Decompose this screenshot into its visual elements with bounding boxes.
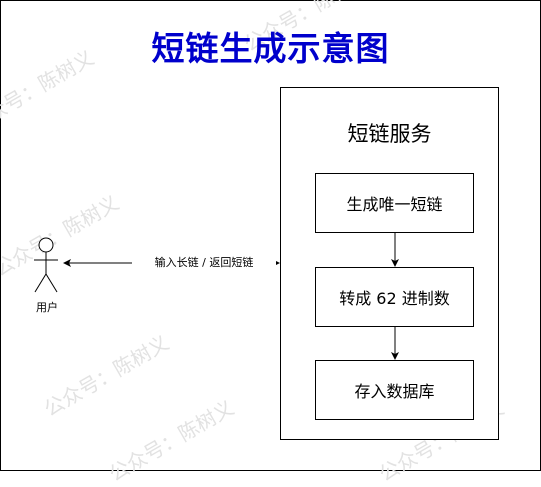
user-actor-icon [34, 237, 58, 293]
step-generate-unique-link: 生成唯一短链 [315, 173, 474, 233]
step-store-database: 存入数据库 [315, 360, 474, 420]
step-label: 存入数据库 [354, 382, 435, 401]
service-title: 短链服务 [347, 122, 432, 146]
step-convert-base62: 转成 62 进制数 [315, 267, 474, 327]
step-label: 转成 62 进制数 [339, 289, 450, 308]
user-label: 用户 [36, 301, 58, 314]
connector-layer [34, 233, 399, 360]
diagram-title: 短链生成示意图 [151, 29, 390, 68]
step-label: 生成唯一短链 [346, 195, 443, 214]
user-service-edge-label: 输入长链 / 返回短链 [132, 256, 276, 270]
